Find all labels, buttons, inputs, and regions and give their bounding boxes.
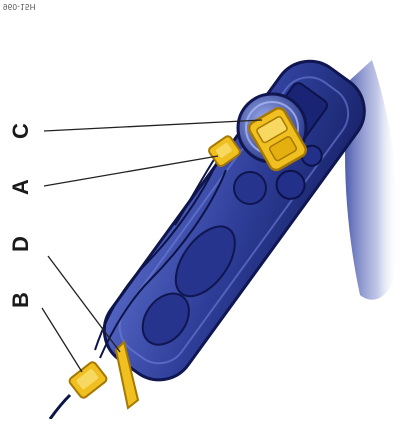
leader-line-d [48,256,120,352]
callout-c: C [8,118,34,144]
side-socket [234,172,266,204]
lamp-housing [90,47,378,394]
figure-code: 960-15H [3,2,36,11]
leader-line-b [42,308,82,372]
exit-cable [50,395,70,419]
callout-a: A [8,174,34,200]
leader-line-a [44,156,218,186]
callout-b: B [8,287,34,313]
connector-b [68,361,108,400]
leader-line-c [44,120,262,131]
callout-d: D [8,231,34,257]
